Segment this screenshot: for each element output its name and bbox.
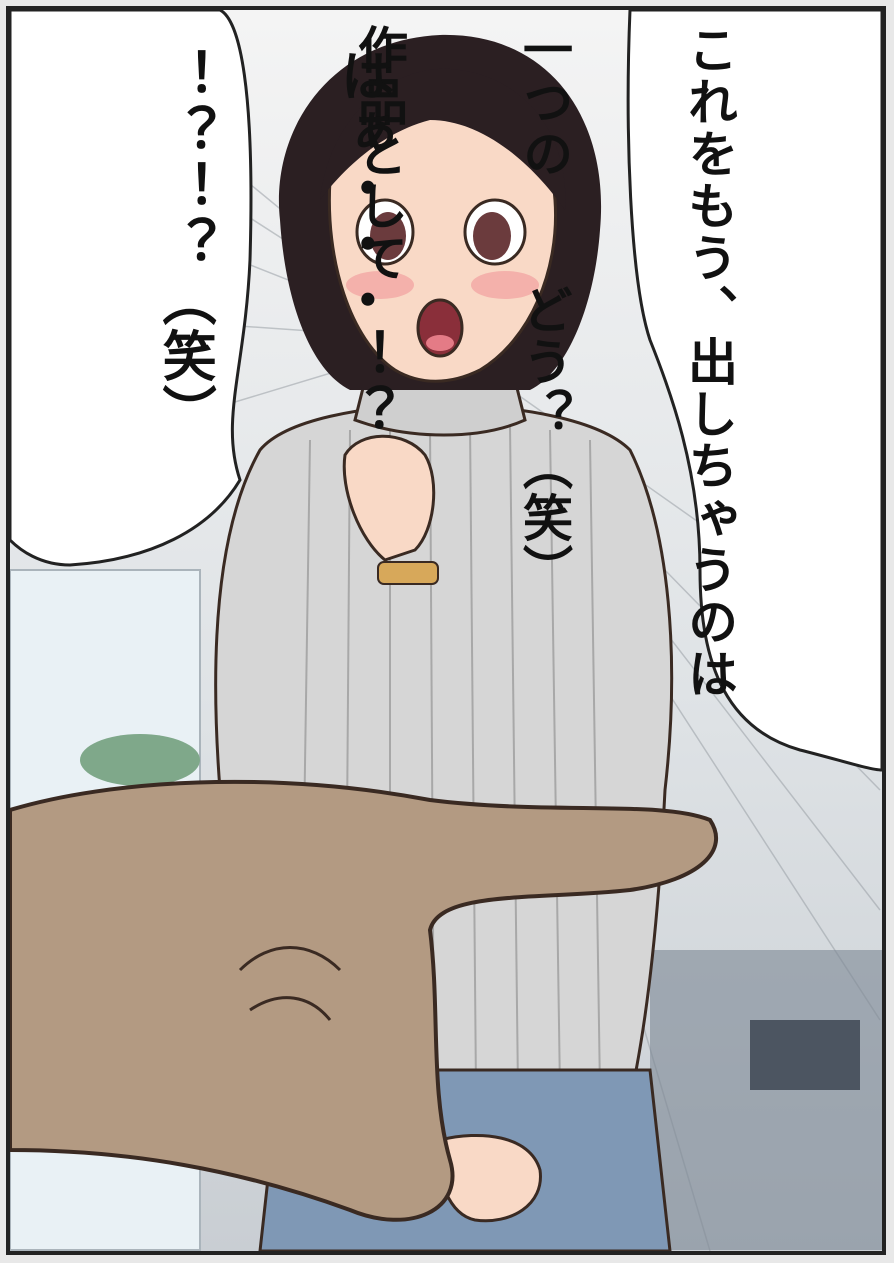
tongue <box>426 335 454 351</box>
speech-column: ！？！？（笑） <box>153 48 217 440</box>
left-blush <box>346 271 414 299</box>
speech-bubble-left-shape <box>10 10 253 567</box>
right-blush <box>471 271 539 299</box>
illustration <box>10 10 882 1251</box>
speech-column: 一つの どう？（笑） <box>515 24 573 596</box>
hair-bangs <box>320 68 566 210</box>
plant-leaf <box>80 734 200 786</box>
office-monitor <box>750 1020 860 1090</box>
raised-hand <box>342 434 436 562</box>
left-iris <box>370 212 406 260</box>
speech-column: 作品として <box>350 24 408 284</box>
speech-bubble-right-shape <box>626 10 882 772</box>
right-iris <box>473 212 511 260</box>
speech-column: これをもう、出しちゃうのは <box>680 24 738 700</box>
pointing-hand-knuckles <box>238 946 342 1021</box>
manga-panel: これをもう、出しちゃうのは 一つの どう？（笑） 作品として はぁ・・・！？ ！… <box>6 6 886 1255</box>
wristwatch <box>377 561 439 585</box>
speech-bubble-left: はぁ・・・！？ ！？！？（笑） <box>36 48 511 440</box>
office-desk <box>650 950 882 1250</box>
speech-column: はぁ・・・！？ <box>331 48 395 440</box>
speech-bubble-right: これをもう、出しちゃうのは 一つの どう？（笑） 作品として <box>241 24 846 700</box>
pointing-hand <box>10 779 718 1222</box>
